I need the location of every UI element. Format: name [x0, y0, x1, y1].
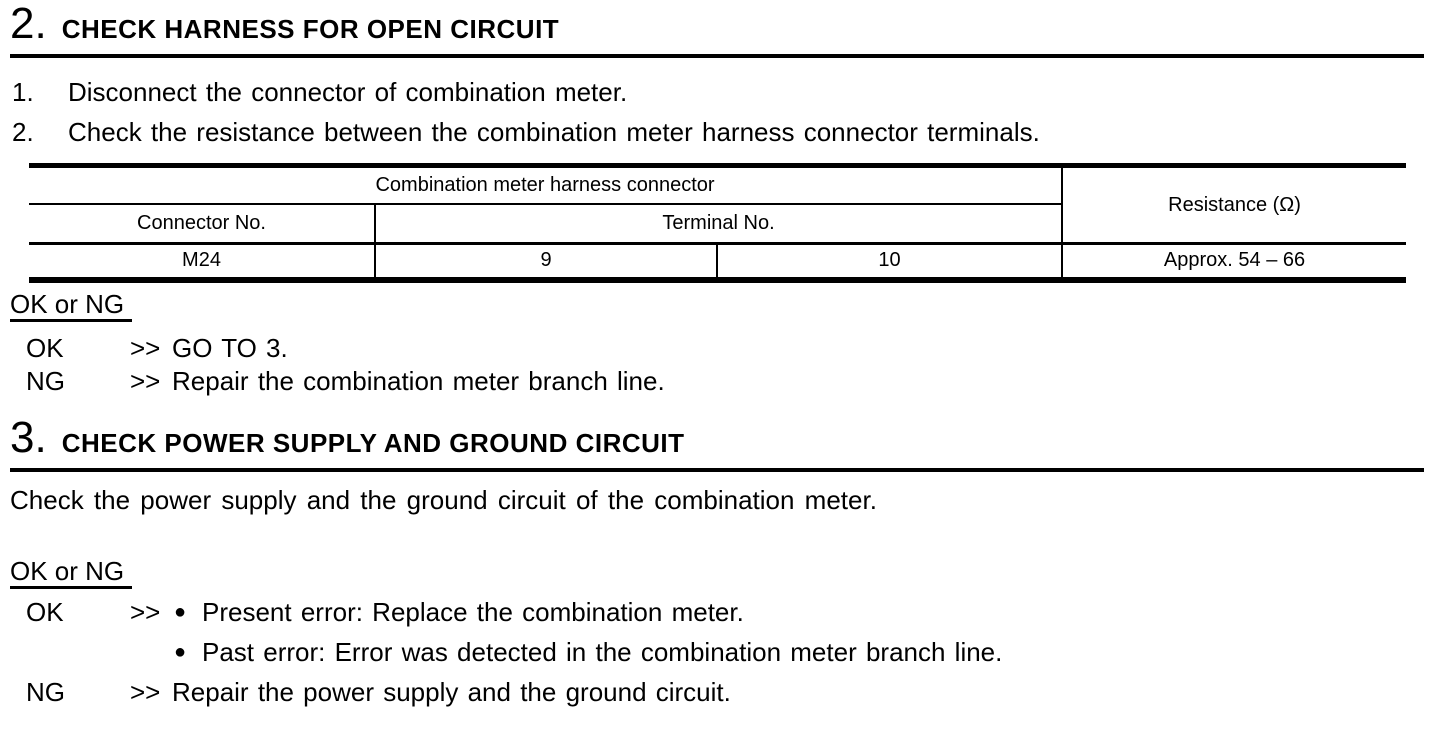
verdict-ng: NG [26, 677, 65, 707]
ok-or-ng-label-1: OK or NG [10, 291, 133, 322]
result-chevron-icon: >> [130, 677, 161, 707]
result-ok-text: GO TO 3. [172, 332, 288, 363]
table-connector-no-header: Connector No. [29, 203, 376, 245]
result-ng-line: NG >> Repair the power supply and the gr… [0, 673, 1456, 713]
resistance-spec-table: Combination meter harness connector Resi… [29, 163, 1407, 283]
result-chevron-icon: >> [130, 332, 161, 363]
result-ok-bullet-2-text: Past error: Error was detected in the co… [202, 637, 1003, 667]
section-2-number: 2. [10, 0, 47, 48]
verdict-ok: OK [26, 597, 64, 627]
section-2-title: CHECK HARNESS FOR OPEN CIRCUIT [61, 14, 560, 44]
step-2-number: 2. [12, 117, 34, 147]
cell-terminal-2: 10 [717, 243, 1064, 280]
section-3-rule [10, 467, 1424, 472]
result-ng-text: Repair the combination meter branch line… [172, 365, 665, 396]
section-3-results: OK >> ● Present error: Replace the combi… [0, 593, 1456, 713]
table-resistance-header: Resistance (Ω) [1061, 165, 1407, 245]
table-group-header: Combination meter harness connector [29, 165, 1063, 205]
bullet-icon: ● [174, 601, 187, 623]
result-ok-line: OK >> ● Present error: Replace the combi… [0, 593, 1456, 633]
result-ng-line: NG >> Repair the combination meter branc… [0, 365, 1456, 398]
step-2-text: Check the resistance between the combina… [68, 117, 1040, 147]
result-ok-bullet-1-text: Present error: Replace the combination m… [202, 597, 744, 627]
table-row: M24 9 10 Approx. 54 – 66 [29, 243, 1406, 280]
step-1-number: 1. [12, 77, 34, 107]
step-1: 1. Disconnect the connector of combinatio… [0, 72, 1456, 112]
cell-connector-no: M24 [29, 243, 376, 280]
section-3-heading: 3. CHECK POWER SUPPLY AND GROUND CIRCUIT [0, 414, 1456, 460]
verdict-ok: OK [26, 332, 64, 363]
result-chevron-icon: >> [130, 597, 161, 627]
ok-or-ng-label-2: OK or NG [10, 558, 133, 589]
result-ok-bullet-2-line: ● Past error: Error was detected in the … [0, 633, 1456, 673]
ok-or-ng-wrap-1: OK or NG [0, 289, 1456, 322]
ok-or-ng-wrap-2: OK or NG [0, 556, 1456, 589]
section-3-body-text: Check the power supply and the ground ci… [10, 484, 877, 515]
verdict-ng: NG [26, 365, 65, 396]
table-terminal-no-header: Terminal No. [375, 203, 1063, 245]
cell-resistance-value: Approx. 54 – 66 [1163, 249, 1306, 272]
section-2-heading: 2. CHECK HARNESS FOR OPEN CIRCUIT [0, 0, 1456, 46]
cell-terminal-1: 9 [375, 243, 718, 280]
section-2-steps: 1. Disconnect the connector of combinatio… [0, 72, 1456, 152]
step-2: 2. Check the resistance between the combi… [0, 112, 1456, 152]
section-2-results: OK >> GO TO 3. NG >> Repair the combinat… [0, 332, 1456, 398]
section-3-title: CHECK POWER SUPPLY AND GROUND CIRCUIT [61, 427, 685, 458]
result-ok-line: OK >> GO TO 3. [0, 332, 1456, 365]
section-3-number: 3. [10, 412, 47, 462]
result-ng-text: Repair the power supply and the ground c… [172, 677, 731, 707]
bullet-icon: ● [174, 641, 187, 663]
step-1-text: Disconnect the connector of combination … [68, 77, 628, 107]
section-2-rule [10, 54, 1424, 58]
result-chevron-icon: >> [130, 365, 161, 396]
